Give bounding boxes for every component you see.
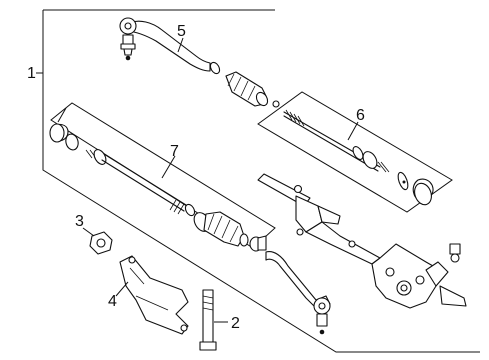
bellows-boot-lower: [193, 211, 267, 252]
inner-tie-rod-7: [49, 123, 196, 217]
heat-shield-part-4: [119, 255, 189, 335]
leader-7-clip: [57, 107, 67, 123]
bellows-boot-upper: [225, 71, 269, 107]
leader-7: [161, 155, 176, 179]
callout-7: 7: [170, 143, 179, 160]
callout-2: 2: [231, 315, 240, 332]
outer-tie-rod-end-lower: [265, 251, 331, 335]
inner-tie-rod-6: [272, 100, 434, 206]
leader-4: [115, 281, 129, 297]
callout-3: 3: [75, 213, 84, 230]
callout-4: 4: [108, 293, 117, 310]
assembly-outline: [36, 9, 480, 353]
steering-gear-housing: [257, 173, 467, 309]
leader-6: [347, 121, 359, 141]
nut-part-3: [89, 231, 113, 255]
inner-tie-rod-box-6: [257, 91, 453, 213]
bolt-part-2: [199, 289, 217, 351]
leader-5: [177, 37, 184, 53]
callout-1: 1: [27, 65, 36, 82]
callout-6: 6: [356, 107, 365, 124]
callout-5: 5: [177, 23, 186, 40]
outer-tie-rod-end-upper: [119, 17, 221, 75]
leader-3: [82, 227, 95, 237]
